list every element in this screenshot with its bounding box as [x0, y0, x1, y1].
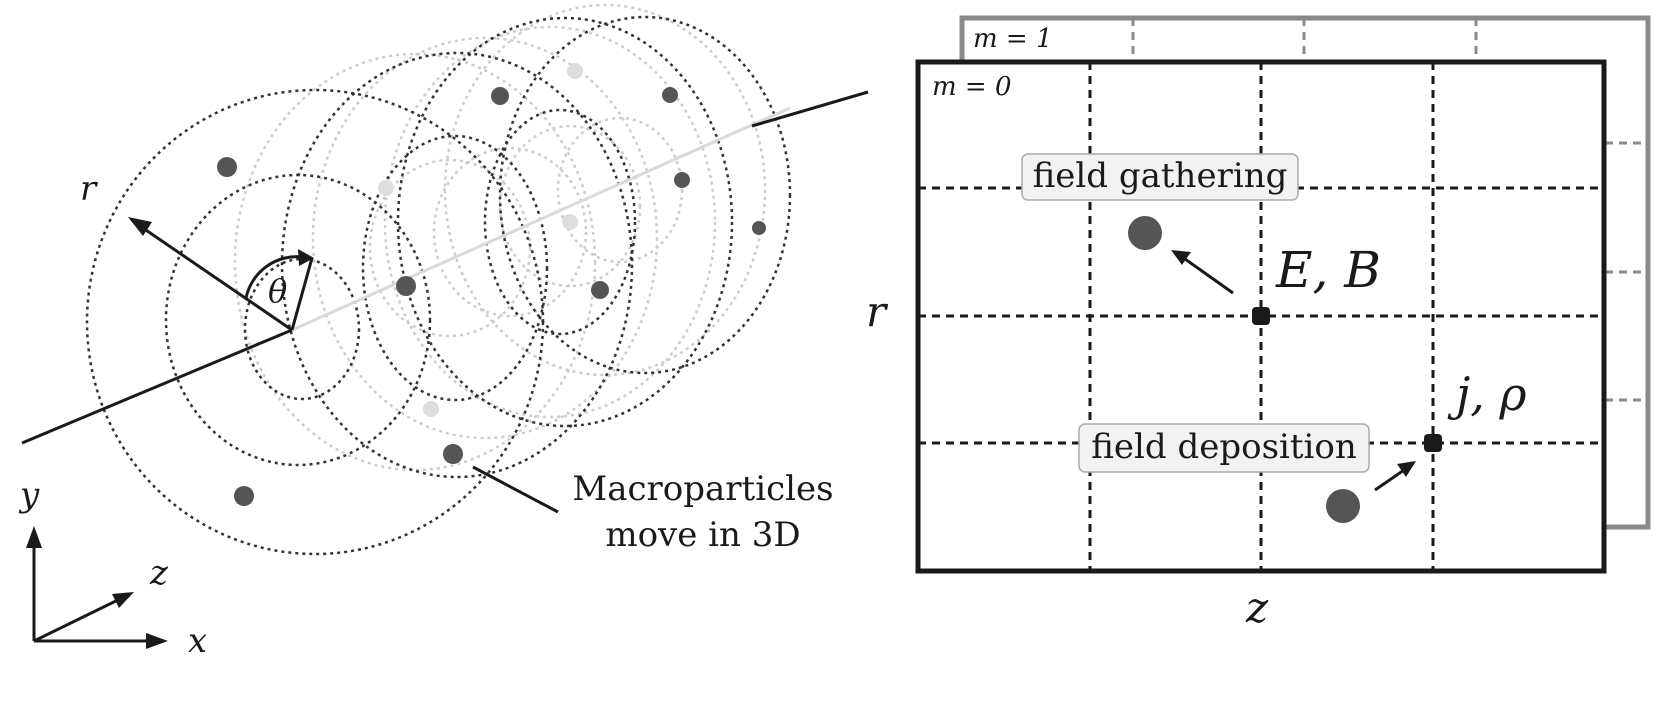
dark-ring-outer	[85, 88, 545, 556]
particle-dot	[674, 172, 690, 188]
theta-arc	[244, 255, 304, 299]
light-ring	[383, 25, 717, 419]
light-ring	[443, 3, 767, 377]
gathering-arrowhead	[1171, 250, 1191, 265]
left-r-label: r	[80, 169, 98, 209]
grid-node-field	[1252, 307, 1270, 325]
dark-ring	[483, 108, 637, 336]
caption-line-2: move in 3D	[605, 515, 800, 555]
left-panel: r θ Macroparticles move in 3D	[18, 3, 869, 661]
right-r-label: r	[866, 287, 889, 336]
coordinate-triad	[32, 540, 155, 643]
theta-label: θ	[268, 272, 287, 310]
y-axis-arrowhead	[26, 526, 42, 548]
mode-m0-label: m = 0	[932, 72, 1012, 102]
deposition-label: field deposition	[1091, 427, 1357, 467]
deposition-label-box	[1078, 423, 1370, 473]
light-mode-circles	[233, 3, 767, 472]
r-vector	[139, 224, 293, 332]
particle-dot	[752, 221, 766, 235]
light-ring	[368, 158, 532, 338]
coord-z-label: z	[149, 553, 169, 593]
light-ring	[233, 52, 597, 472]
gathering-particle	[1128, 216, 1162, 250]
gathering-arrow	[1184, 257, 1234, 295]
light-ring	[498, 124, 642, 288]
caption-leader-line	[472, 465, 559, 514]
right-panel: m = 1 m = 0 field gathering E, B field d…	[866, 15, 1651, 632]
source-label: j, ρ	[1447, 367, 1527, 421]
coord-x-label: x	[188, 621, 207, 661]
particle-dot	[591, 281, 609, 299]
x-axis-arrowhead	[146, 633, 168, 649]
z-axis-arrowhead	[112, 592, 134, 608]
particle-dot	[396, 276, 416, 296]
light-ring	[432, 146, 588, 318]
field-label: E, B	[1275, 241, 1381, 299]
gathering-label: field gathering	[1033, 156, 1288, 196]
dark-ring	[396, 16, 734, 428]
gathering-label-box	[1021, 153, 1299, 201]
macroparticles	[217, 63, 766, 506]
theta-arrowhead	[298, 249, 314, 266]
dark-ring	[361, 134, 549, 402]
deposition-particle	[1326, 489, 1360, 523]
deposition-arrowhead	[1397, 461, 1416, 477]
theta-reference-line	[290, 257, 314, 331]
particle-dot	[217, 157, 237, 177]
particle-dot	[662, 87, 678, 103]
z-axis-line	[33, 596, 123, 643]
light-particle-dot	[378, 180, 394, 196]
dark-mode-circles	[85, 15, 792, 556]
axis-front-segment	[751, 90, 869, 128]
grid-node-source	[1424, 434, 1442, 452]
coord-y-label: y	[18, 475, 40, 515]
dark-ring-middle	[164, 173, 432, 467]
light-particle-dot	[562, 214, 578, 230]
r-vector-arrowhead	[128, 217, 152, 236]
dark-ring-inner	[243, 257, 361, 401]
mode-m1-gridlines	[1131, 18, 1648, 402]
caption-line-1: Macroparticles	[572, 469, 833, 509]
deposition-arrow	[1374, 468, 1405, 492]
light-ring	[311, 36, 659, 440]
dark-ring	[498, 15, 792, 375]
light-particle-dot	[567, 63, 583, 79]
particle-dot	[443, 444, 463, 464]
right-z-label: z	[1245, 583, 1269, 632]
axis-back-segment	[21, 328, 293, 445]
particle-dot	[234, 486, 254, 506]
light-ring	[556, 116, 684, 264]
light-particle-dot	[423, 401, 439, 417]
particle-dot	[491, 87, 509, 105]
mode-m1-label: m = 1	[973, 24, 1053, 54]
axis-inner-segment	[291, 106, 791, 332]
dark-ring	[280, 51, 634, 479]
